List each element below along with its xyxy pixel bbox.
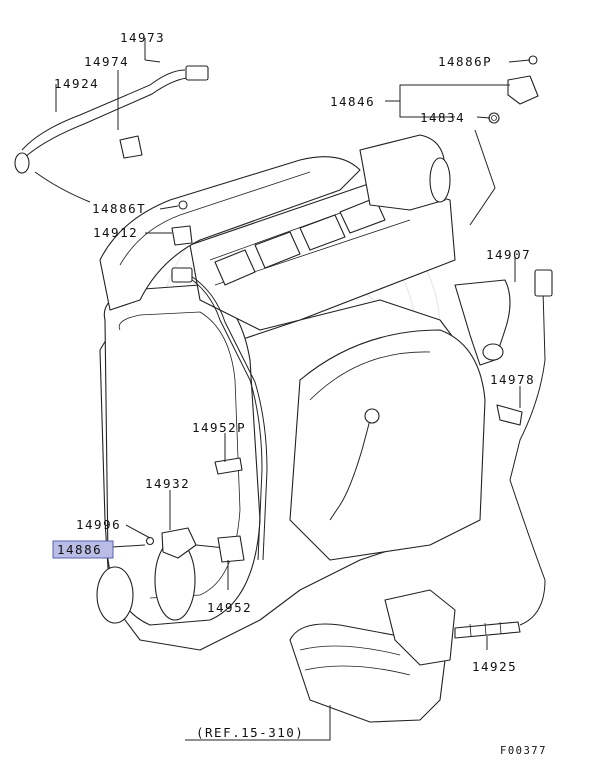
engine-assembly <box>96 134 511 723</box>
label-14924[interactable]: 14924 <box>54 76 99 91</box>
part-labels[interactable]: 14973 14974 14924 14886P 14846 14834 148… <box>52 30 547 757</box>
bracket-14978 <box>496 404 523 426</box>
label-14925[interactable]: 14925 <box>472 659 517 674</box>
label-14952P[interactable]: 14952P <box>192 420 246 435</box>
bracket-14974 <box>119 135 143 159</box>
label-14846[interactable]: 14846 <box>330 94 375 109</box>
label-14834[interactable]: 14834 <box>420 110 465 125</box>
bolt-14886T <box>178 200 188 210</box>
label-14932[interactable]: 14932 <box>145 476 190 491</box>
highlight-14886 <box>52 540 114 559</box>
label-14973[interactable]: 14973 <box>120 30 165 45</box>
label-14886[interactable]: 14886 <box>57 542 102 557</box>
oxygen-sensor-upper <box>14 65 209 174</box>
knock-sensor-bracket <box>214 457 245 563</box>
label-14907[interactable]: 14907 <box>486 247 531 262</box>
sensor-14846 <box>488 55 539 124</box>
label-14912[interactable]: 14912 <box>93 225 138 240</box>
figure-id: F00377 <box>500 745 547 757</box>
label-14978[interactable]: 14978 <box>490 372 535 387</box>
label-14886T[interactable]: 14886T <box>92 201 146 216</box>
label-14996[interactable]: 14996 <box>76 517 121 532</box>
oxygen-sensor-lower <box>454 269 553 639</box>
label-14886P[interactable]: 14886P <box>438 54 492 69</box>
label-ref-15-310[interactable]: (REF.15-310) <box>196 725 304 740</box>
cam-sensor-harness <box>171 267 268 561</box>
coil-packs <box>214 197 386 286</box>
leader-lines <box>34 38 531 741</box>
label-14974[interactable]: 14974 <box>84 54 129 69</box>
label-14952[interactable]: 14952 <box>207 600 252 615</box>
bracket-14912 <box>171 225 193 246</box>
